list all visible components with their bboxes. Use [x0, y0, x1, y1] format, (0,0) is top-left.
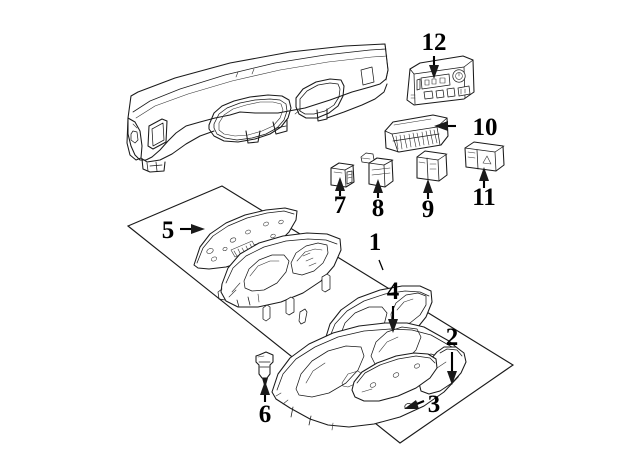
callout-label-7: 7 [334, 192, 347, 219]
callout-label-8: 8 [372, 195, 385, 222]
dash-switch-9 [416, 150, 448, 182]
defroster-vent-grille [384, 114, 449, 153]
callout-label-10: 10 [473, 114, 498, 141]
callout-label-1: 1 [369, 229, 382, 256]
hvac-control-panel [406, 55, 475, 106]
callout-label-11: 11 [472, 184, 496, 211]
instrument-panel-dash [126, 43, 389, 173]
instrument-bulb-socket [255, 351, 274, 385]
hazard-warning-switch [464, 141, 505, 172]
instrument-cluster-housing [217, 232, 342, 308]
callout-label-2: 2 [446, 324, 459, 351]
callout-label-6: 6 [259, 401, 272, 428]
callout-label-4: 4 [387, 278, 400, 305]
callout-label-12: 12 [422, 29, 447, 56]
dash-switch-7 [330, 162, 355, 188]
callout-label-9: 9 [422, 196, 435, 223]
dash-switch-8 [360, 152, 394, 188]
callout-label-5: 5 [162, 217, 175, 244]
callout-label-3: 3 [428, 391, 441, 418]
callout-numbers: 1 2 3 4 5 6 7 8 9 10 11 12 [162, 29, 498, 428]
callout-leaders [180, 56, 489, 409]
